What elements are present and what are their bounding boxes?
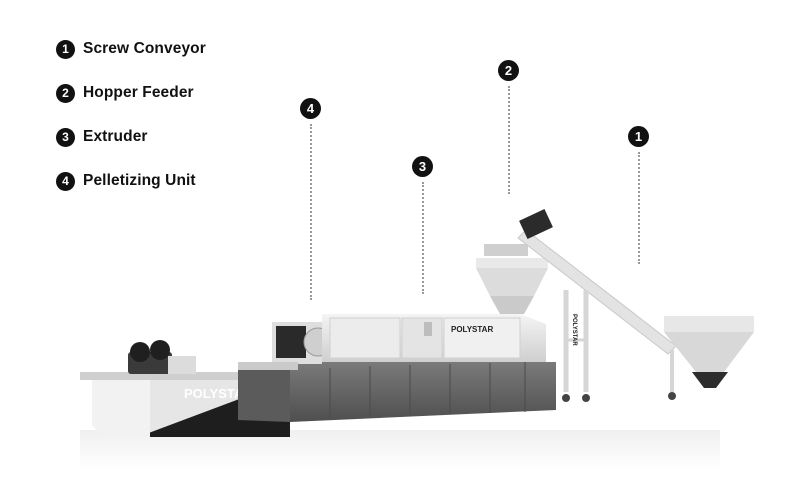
extruder-body: POLYSTAR <box>322 314 546 362</box>
legend-item-hopper-feeder: 2 Hopper Feeder <box>56 82 206 104</box>
legend-label: Screw Conveyor <box>83 40 206 57</box>
callout-hopper-feeder: 2 <box>498 60 519 194</box>
legend: 1 Screw Conveyor 2 Hopper Feeder 3 Extru… <box>56 38 206 214</box>
dotted-leader-line <box>310 124 312 300</box>
brand-extruder-text: POLYSTAR <box>451 325 493 334</box>
brand-conveyor-text: POLYSTAR <box>571 314 577 346</box>
legend-item-screw-conveyor: 1 Screw Conveyor <box>56 38 206 60</box>
legend-item-pelletizing-unit: 4 Pelletizing Unit <box>56 170 206 192</box>
legend-label: Extruder <box>83 128 148 145</box>
number-badge: 1 <box>628 126 649 147</box>
number-badge: 2 <box>56 83 75 103</box>
number-badge: 3 <box>412 156 433 177</box>
extruder-base <box>238 362 556 422</box>
legend-label: Pelletizing Unit <box>83 172 196 189</box>
number-badge: 4 <box>300 98 321 119</box>
number-badge: 2 <box>498 60 519 81</box>
hopper-feeder <box>476 244 548 314</box>
callout-pelletizing-unit: 4 <box>300 98 321 300</box>
brand-front-text: POLYSTAR <box>184 386 253 401</box>
screw-conveyor: POLYSTAR <box>517 209 754 402</box>
legend-label: Hopper Feeder <box>83 84 194 101</box>
number-badge: 1 <box>56 39 75 59</box>
dotted-leader-line <box>508 86 510 194</box>
pelletizer-head <box>238 322 333 370</box>
legend-item-extruder: 3 Extruder <box>56 126 206 148</box>
callout-screw-conveyor: 1 <box>628 126 649 264</box>
callout-extruder: 3 <box>412 156 433 294</box>
number-badge: 4 <box>56 171 75 191</box>
dotted-leader-line <box>422 182 424 294</box>
dotted-leader-line <box>638 152 640 264</box>
number-badge: 3 <box>56 127 75 147</box>
